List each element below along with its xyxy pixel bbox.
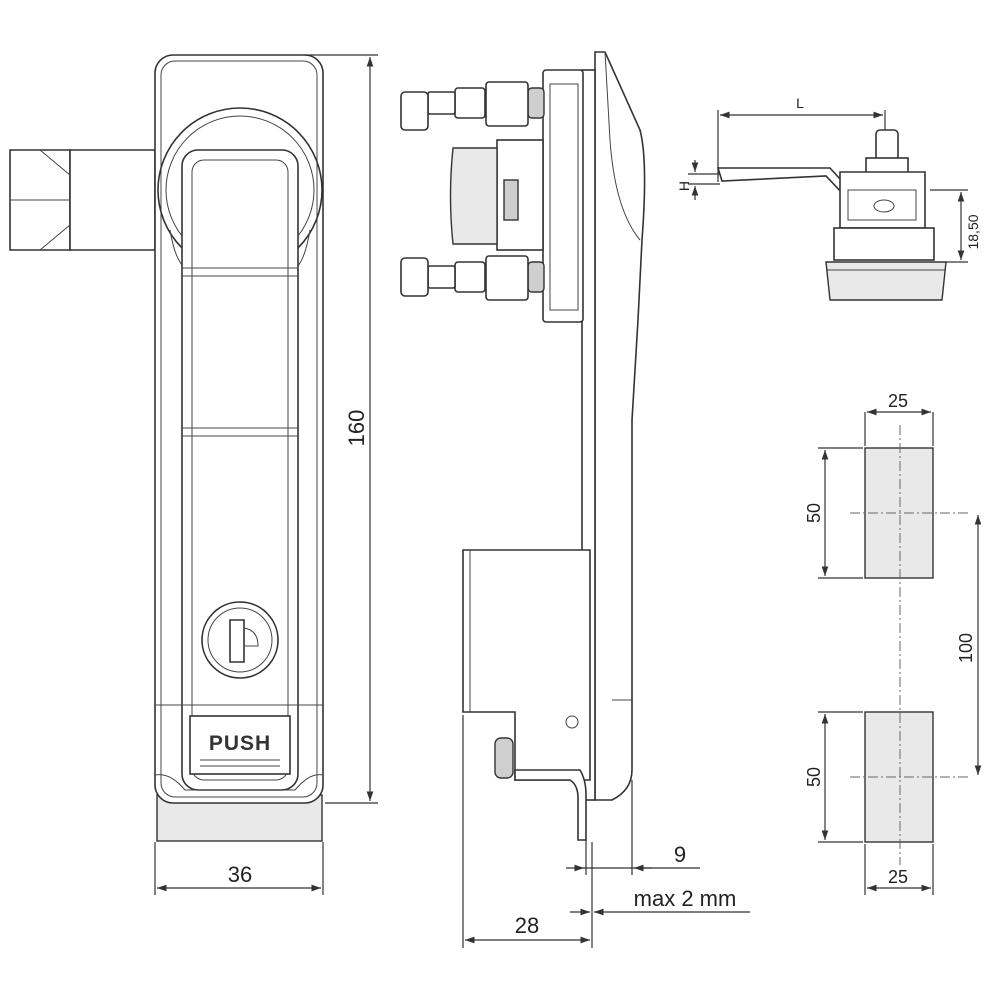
dimension-offset-9: 9: [566, 780, 700, 875]
dim-L-label: L: [796, 95, 804, 111]
cam-bracket: [449, 139, 544, 251]
push-label: PUSH: [209, 732, 271, 755]
dim-36-label: 36: [228, 862, 252, 887]
dim-18-50-label: 18,50: [965, 214, 981, 249]
dim-25-bottom-label: 25: [888, 867, 908, 887]
dim-9-label: 9: [674, 842, 686, 867]
panel-cutout-view: 25 50 100 50 25: [804, 391, 982, 895]
dim-max-label: max 2 mm: [634, 886, 737, 911]
handle-profile: [594, 51, 646, 801]
dim-160-label: 160: [344, 410, 369, 447]
dim-25-top-label: 25: [888, 391, 908, 411]
dim-50-top-label: 50: [804, 503, 824, 523]
dim-100-label: 100: [956, 633, 976, 663]
lever-detail-view: L H 18,50: [676, 95, 981, 301]
rear-housing: [542, 69, 584, 323]
upper-bolt: [400, 81, 545, 131]
dimension-panel-max: max 2 mm: [570, 842, 750, 920]
dimension-depth-28: 28: [462, 715, 593, 948]
cam-base: [825, 261, 947, 301]
lever-nut: [875, 129, 899, 161]
dim-50-bottom-label: 50: [804, 767, 824, 787]
push-plate: [189, 715, 291, 775]
dim-28-label: 28: [515, 913, 539, 938]
lever-arm: [716, 167, 852, 198]
front-view: PUSH: [9, 54, 324, 842]
key-lock-icon: [201, 601, 279, 679]
latch-box: [462, 549, 591, 841]
dim-H-label: H: [676, 181, 692, 191]
handle-grip: [181, 149, 299, 791]
side-view: [400, 51, 646, 841]
lower-bolt: [400, 255, 545, 301]
side-lever-stub: [9, 149, 156, 251]
dimension-height-160: 160: [305, 54, 378, 804]
dimension-width-36: 36: [154, 842, 324, 895]
